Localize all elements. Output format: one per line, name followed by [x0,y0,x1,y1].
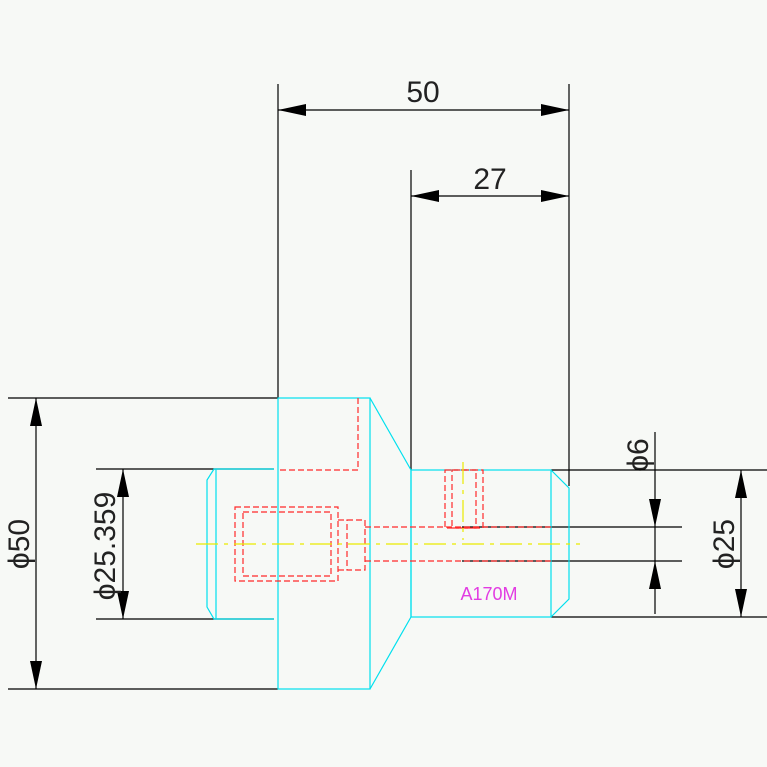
arrowhead [117,469,129,497]
hidden-counterbore [346,519,366,571]
arrowhead [30,661,42,689]
dimension-text-phi50: ϕ50 [3,519,36,569]
dimension-50: 50 [277,76,570,486]
arrowhead [278,104,306,116]
arrowhead [735,589,747,617]
arrowhead [30,398,42,426]
arrowhead [411,190,439,202]
dimension-text-phi25: ϕ25 [708,519,741,569]
hidden-step [278,398,359,471]
arrowhead [541,190,569,202]
dimension-phi25: ϕ25 [551,469,767,618]
dimension-text-50: 50 [406,76,439,109]
dimension-phi6: ϕ6 [462,432,682,614]
hidden-lines [234,398,551,582]
arrowhead [649,561,661,589]
arrowhead [541,104,569,116]
centerlines [196,462,580,545]
dimension-27: 27 [410,163,569,470]
arrowhead [735,470,747,498]
hidden-cross-hole-inner [451,469,477,529]
dimension-phi50: ϕ50 [3,397,278,690]
dimension-text-27: 27 [473,163,506,196]
dimension-text-phi6: ϕ6 [622,438,655,472]
part-label: A170M [460,584,517,604]
arrowhead [649,499,661,527]
arrowhead [117,591,129,619]
dimension-text-phi25-359: ϕ25.359 [89,492,122,601]
hidden-cross-hole [444,469,484,529]
